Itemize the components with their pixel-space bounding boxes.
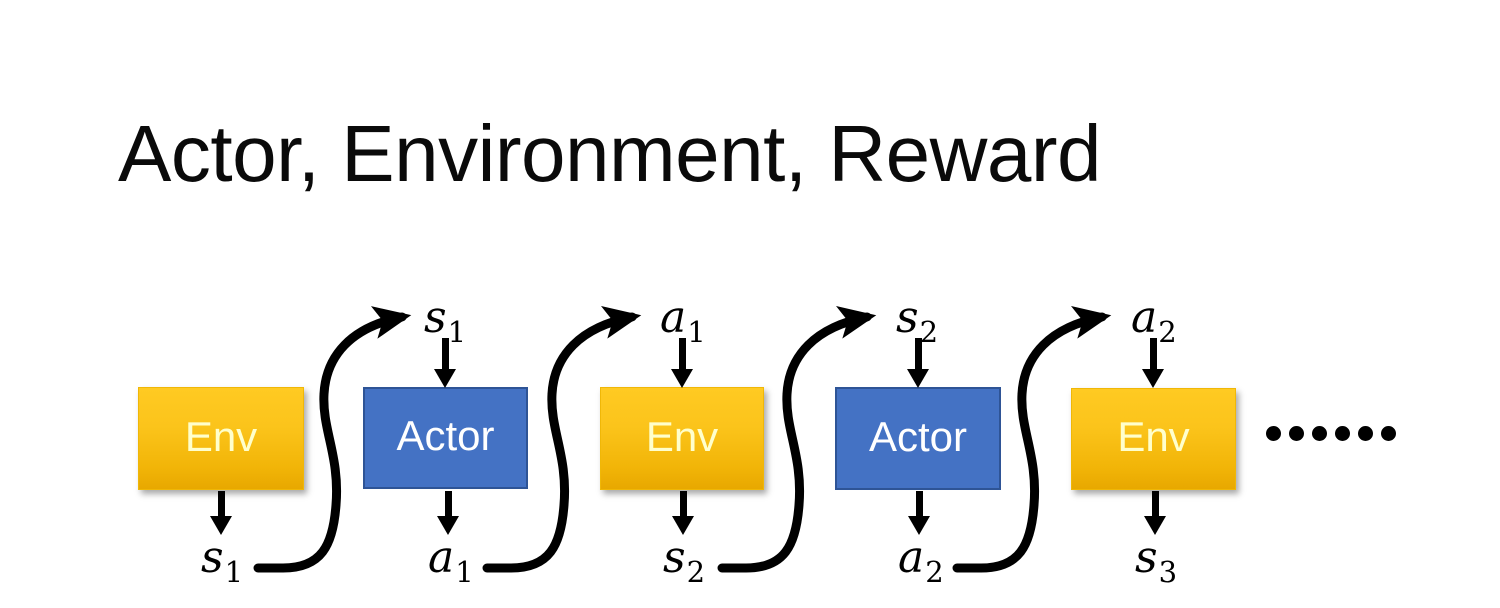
label-subscript: 2 bbox=[686, 554, 706, 589]
arrow-head bbox=[907, 369, 929, 388]
node-label: Actor bbox=[396, 412, 495, 459]
arrow-down-out-of-env-2 bbox=[672, 491, 694, 535]
label-action-a1-bottom: a1 bbox=[428, 536, 474, 587]
label-state-s2-top: s2 bbox=[896, 296, 938, 347]
label-state-s2-bottom: s2 bbox=[663, 536, 705, 587]
arrow-down-into-env-3 bbox=[1142, 338, 1164, 388]
label-subscript: 3 bbox=[1158, 554, 1178, 589]
arrow-head bbox=[434, 369, 456, 388]
arrow-shaft bbox=[679, 491, 687, 516]
label-base: s bbox=[663, 532, 686, 583]
arrow-down-out-of-env-1 bbox=[210, 491, 232, 535]
node-env-2[interactable]: Env bbox=[600, 387, 764, 490]
arrow-head bbox=[1142, 369, 1164, 388]
label-base: s bbox=[896, 292, 919, 343]
label-base: a bbox=[428, 532, 455, 583]
label-base: a bbox=[898, 532, 925, 583]
arrow-head bbox=[671, 369, 693, 388]
label-action-a2-top: a2 bbox=[1131, 296, 1177, 347]
label-subscript: 2 bbox=[925, 554, 944, 589]
label-base: a bbox=[660, 292, 687, 343]
arrow-head bbox=[672, 516, 694, 535]
arrow-shaft bbox=[1151, 491, 1159, 516]
arrow-head bbox=[210, 516, 232, 535]
arrow-shaft bbox=[1149, 338, 1157, 369]
arrow-shaft bbox=[217, 491, 225, 516]
arrow-shaft bbox=[914, 338, 922, 369]
label-state-s3-bottom: s3 bbox=[1135, 536, 1177, 587]
arrow-head bbox=[437, 516, 459, 535]
ellipsis-dot bbox=[1358, 426, 1373, 441]
arrow-shaft bbox=[678, 338, 686, 369]
label-base: s bbox=[424, 292, 447, 343]
ellipsis-dot bbox=[1266, 426, 1281, 441]
ellipsis-dot bbox=[1289, 426, 1304, 441]
label-subscript: 2 bbox=[919, 314, 939, 349]
node-actor-2[interactable]: Actor bbox=[835, 387, 1001, 490]
arrow-head bbox=[1144, 516, 1166, 535]
label-subscript: 1 bbox=[447, 314, 467, 349]
label-subscript: 1 bbox=[687, 314, 706, 349]
label-action-a2-bottom: a2 bbox=[898, 536, 944, 587]
node-label: Env bbox=[645, 412, 719, 460]
ellipsis-dot bbox=[1335, 426, 1350, 441]
arrow-down-out-of-env-3 bbox=[1144, 491, 1166, 535]
ellipsis-dot bbox=[1312, 426, 1327, 441]
arrow-shaft bbox=[444, 491, 452, 516]
label-state-s1-top: s1 bbox=[424, 296, 466, 347]
label-base: s bbox=[201, 532, 224, 583]
label-subscript: 1 bbox=[224, 554, 244, 589]
arrow-shaft bbox=[915, 491, 923, 516]
arrow-down-into-actor-1 bbox=[434, 338, 456, 388]
continuation-ellipsis bbox=[1266, 426, 1396, 441]
page-title: Actor, Environment, Reward bbox=[118, 109, 1101, 198]
label-subscript: 1 bbox=[455, 554, 474, 589]
node-label: Env bbox=[184, 412, 258, 460]
node-label: Actor bbox=[868, 412, 968, 460]
label-action-a1-top: a1 bbox=[660, 296, 706, 347]
node-env-1[interactable]: Env bbox=[138, 387, 304, 490]
arrow-down-into-env-2 bbox=[671, 338, 693, 388]
node-actor-1[interactable]: Actor bbox=[363, 387, 528, 489]
arrow-down-out-of-actor-1 bbox=[437, 491, 459, 535]
arrow-down-into-actor-2 bbox=[907, 338, 929, 388]
arrow-head bbox=[908, 516, 930, 535]
label-base: a bbox=[1131, 292, 1158, 343]
node-label: Env bbox=[1117, 413, 1190, 460]
label-state-s1-bottom: s1 bbox=[201, 536, 243, 587]
node-env-3[interactable]: Env bbox=[1071, 388, 1236, 490]
label-base: s bbox=[1135, 532, 1158, 583]
ellipsis-dot bbox=[1381, 426, 1396, 441]
label-subscript: 2 bbox=[1158, 314, 1177, 349]
arrow-shaft bbox=[441, 338, 449, 369]
arrow-down-out-of-actor-2 bbox=[908, 491, 930, 535]
